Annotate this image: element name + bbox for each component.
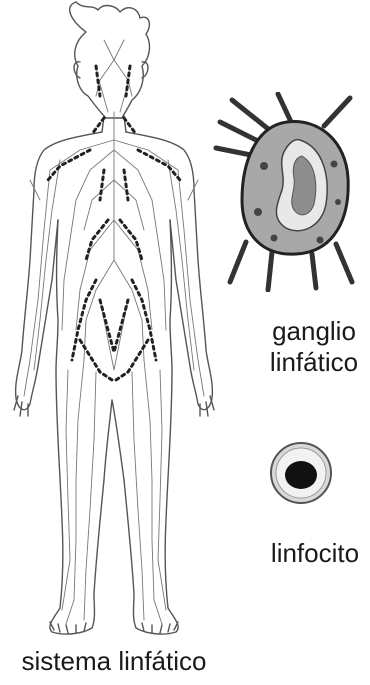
head-outline — [70, 2, 150, 118]
legs-outline — [50, 370, 178, 634]
lymphocyte-label: linfocito — [260, 538, 370, 569]
lymphocyte-nucleus — [285, 461, 317, 489]
lymphatic-system-body-illustration — [0, 0, 228, 640]
lymph-node-label: ganglio linfático — [262, 316, 366, 377]
lymphocyte-illustration — [268, 440, 334, 506]
lymph-node-illustration — [212, 92, 362, 292]
lymph-node-label-line1: ganglio — [262, 316, 366, 347]
lymphatic-system-label: sistema linfático — [0, 646, 228, 677]
lymph-vessels — [24, 40, 204, 624]
lymph-node-label-line2: linfático — [262, 347, 366, 378]
